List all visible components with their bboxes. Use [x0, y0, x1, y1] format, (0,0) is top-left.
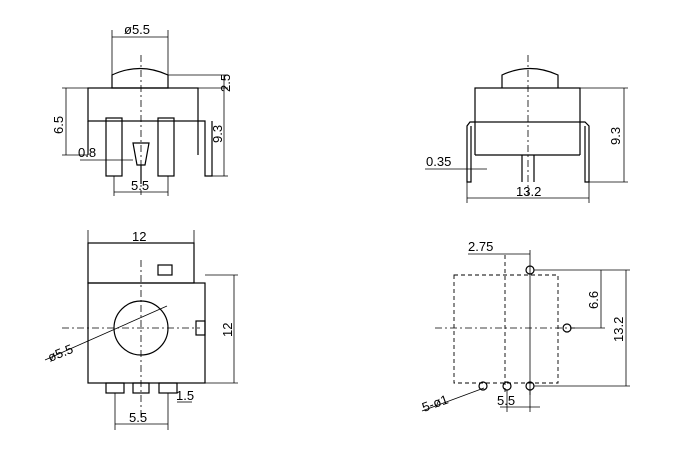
pcb-hole	[478, 381, 488, 391]
side-head-dia-label: ø5.5	[124, 22, 150, 37]
top-button-dia-label: ø5.5	[46, 341, 76, 365]
top-width-label: 12	[132, 229, 146, 244]
front-pin-thickness-label: 0.35	[426, 154, 451, 169]
pcb-layout-view: 2.75 6.6 13.2 5-ø1 5.5	[420, 239, 630, 415]
front-width-label: 13.2	[516, 184, 541, 199]
top-view: 12 12 ø5.5 5.5 1.5	[44, 229, 238, 430]
side-pin-width-label: 0.8	[78, 145, 96, 160]
side-pin-pitch-label: 5.5	[131, 178, 149, 193]
side-head-height-label: 2.5	[218, 74, 233, 92]
top-pin-offset-label: 1.5	[176, 388, 194, 403]
pcb-offset-label: 2.75	[468, 239, 493, 254]
side-view: ø5.5 2.5 9.3 6.5 0.8 5.5	[51, 22, 233, 196]
front-total-height-label: 9.3	[608, 127, 623, 145]
top-pin-pitch-label: 5.5	[129, 410, 147, 425]
front-view: 9.3 13.2 0.35	[425, 55, 628, 203]
top-height-label: 12	[220, 323, 235, 337]
pcb-pitch-v-label: 6.6	[586, 291, 601, 309]
pcb-holes-label: 5-ø1	[420, 392, 450, 415]
pcb-pitch-h-label: 5.5	[497, 393, 515, 408]
side-body-height-label: 6.5	[51, 116, 66, 134]
pcb-total-v-label: 13.2	[611, 317, 626, 342]
side-total-height-label: 9.3	[210, 125, 225, 143]
